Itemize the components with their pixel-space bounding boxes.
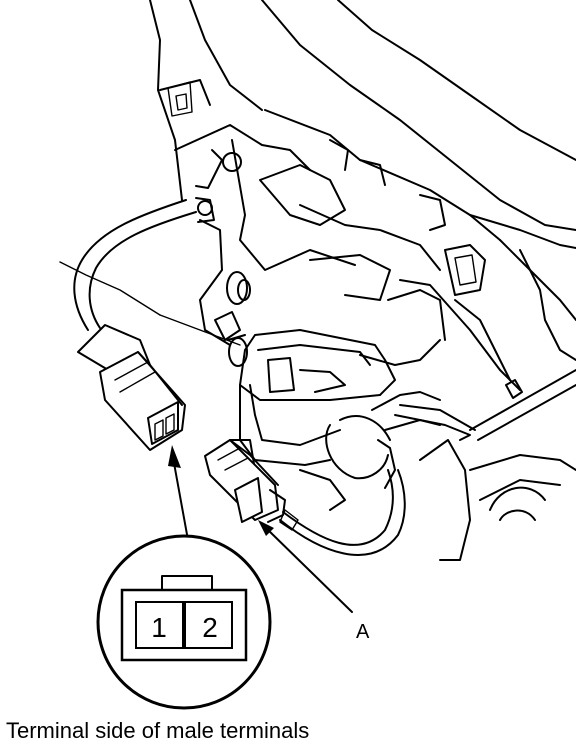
terminal-number-1: 1 — [151, 612, 167, 643]
connector-a — [204, 439, 406, 556]
engine-housing — [149, 0, 576, 561]
male-connector — [77, 324, 186, 451]
terminal-cavity-1 — [135, 601, 184, 649]
terminal-inset: 1 2 — [96, 534, 272, 710]
wire-harness-left — [59, 197, 241, 346]
pointer-arrows — [168, 445, 353, 613]
diagram-caption: Terminal side of male terminals — [6, 718, 310, 743]
terminal-cavity-2 — [184, 601, 233, 649]
terminal-number-2: 2 — [202, 612, 218, 643]
callout-label-a: A — [356, 621, 370, 643]
